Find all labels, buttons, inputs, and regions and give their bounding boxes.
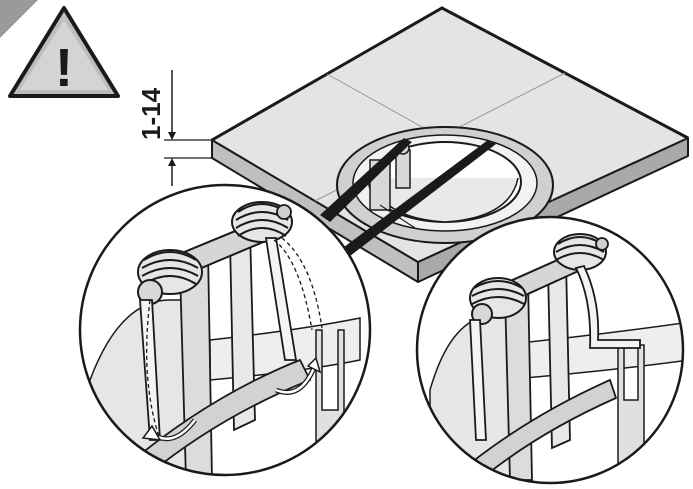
warning-sign: !	[0, 0, 120, 98]
dimension-label: 1-14	[136, 87, 166, 140]
detail-view-left	[78, 183, 372, 477]
spring-coil-left	[469, 277, 527, 325]
callout-leaders	[320, 138, 496, 256]
curved-arrow-icon	[141, 418, 197, 442]
spring-coil-right	[231, 201, 293, 243]
dimension-marker: 1-14	[136, 70, 212, 186]
curved-arrow-icon	[275, 356, 322, 395]
warning-symbol: !	[55, 38, 73, 98]
warning-triangle-icon: !	[8, 6, 120, 98]
spring-coil-left	[137, 249, 203, 305]
spring-coil-right	[553, 233, 609, 271]
corner-fold	[0, 0, 38, 38]
detail-view-right	[415, 215, 685, 485]
